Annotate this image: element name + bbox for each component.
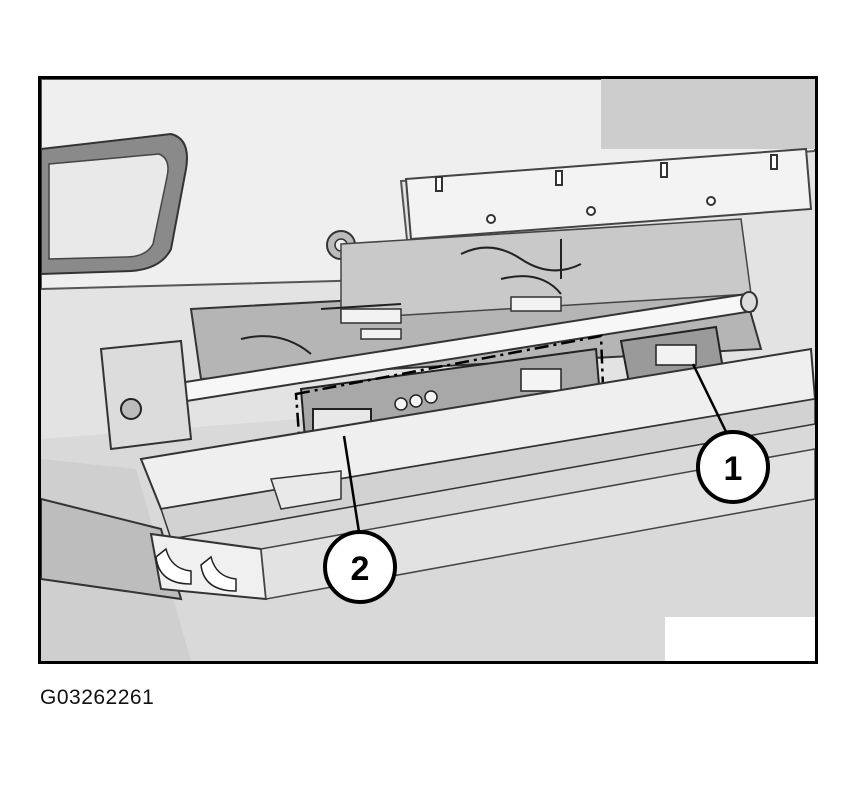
callout-2: 2 [323, 530, 397, 604]
callout-2-leader [342, 435, 361, 533]
figure-id-code: G03262261 [40, 686, 155, 709]
callout-1-number: 1 [724, 450, 743, 488]
callout-1: 1 [696, 430, 770, 504]
callout-2-number: 2 [351, 550, 370, 588]
seat-underside-drawing: 1 2 [41, 79, 815, 661]
technical-illustration: 1 2 [38, 76, 818, 664]
